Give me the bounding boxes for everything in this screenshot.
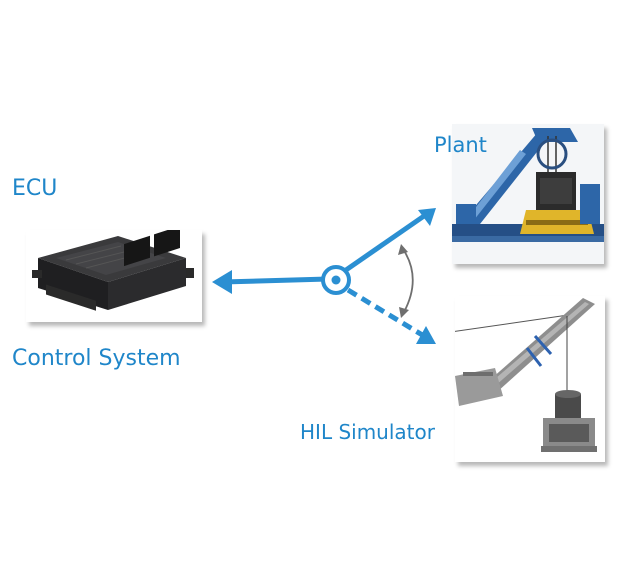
switch-curve-arrow [402,248,414,313]
arrowhead-ecu [212,270,232,294]
arrowhead-plant [418,208,436,226]
ecu-image-card [26,230,202,322]
ecu-label: ECU [12,176,58,201]
arrow-to-ecu [221,276,329,285]
switch-curve-head-top [398,244,408,255]
control-system-label: Control System [12,346,181,371]
hil-image-card [455,296,605,462]
plant-photo-image [452,124,604,264]
plant-label: Plant [434,133,487,157]
dashed-arrow-to-hil [346,287,426,339]
hil-simulator-label: HIL Simulator [300,420,435,444]
ecu-module-image [32,230,194,311]
plant-image-card [452,124,604,264]
hil-simulator-image [455,296,605,462]
switch-pivot-dot [331,275,341,285]
arrow-to-plant [344,213,426,273]
arrowhead-hil [416,326,436,344]
switch-curve-head-bottom [399,307,409,318]
